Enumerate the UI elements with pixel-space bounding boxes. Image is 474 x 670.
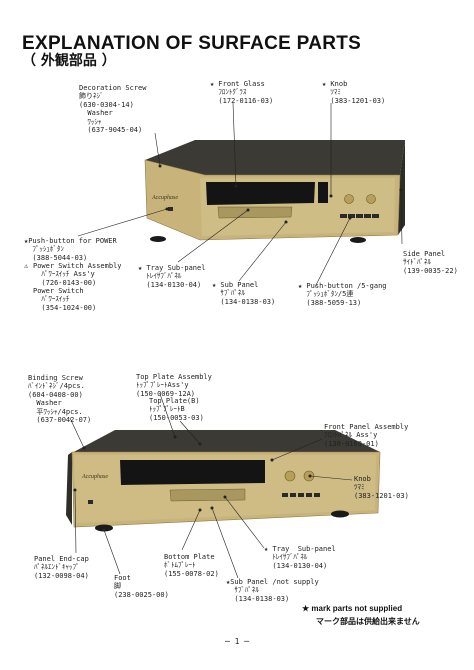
label-foot: Foot 脚 (238-0025-00) [114,574,169,599]
note-mark-en: ★ mark parts not supplied [302,604,403,613]
page-subtitle: （ 外観部品 ） [22,53,116,69]
foot-right [350,237,366,243]
label-front-glass: ★ Front Glass ﾌﾛﾝﾄｸﾞﾗｽ (172-0116-03) [210,80,274,105]
page-number: ─ 1 ─ [224,637,250,646]
foot-left [150,236,166,242]
label-bottom-plate: Bottom Plate ﾎﾞﾄﾑﾌﾟﾚｰﾄ (155-0078-02) [164,553,219,578]
foot-bottom-right [331,510,349,518]
foot-bottom-left [95,524,113,532]
label-sub-panel-top: ★ Sub Panel ｻﾌﾞﾊﾟﾈﾙ (134-0138-03) [212,281,276,306]
button-4 [364,214,371,218]
button-2 [348,214,355,218]
label-panel-end-cap: Panel End-cap ﾊﾟﾈﾙｴﾝﾄﾞｷｬｯﾌﾟ (132-0098-04… [34,555,89,580]
label-top-plate-b: Top Plate(B) ﾄｯﾌﾟﾌﾟﾚｰﾄB (150-0053-03) [149,397,204,422]
front-panel-bottom-shape [71,451,381,528]
label-power-switch: Power Switch ﾊﾟﾜｰｽｲｯﾁ (354-1024-00) [33,287,97,312]
top-cover [145,140,405,175]
label-side-panel: Side Panel ｻｲﾄﾞﾊﾟﾈﾙ (139-0035-22) [403,250,458,275]
display-window-bottom [120,460,265,485]
knob-bottom-1 [284,470,296,482]
label-push-button-5gang: ★ Push-button /5-gang ﾌﾟｯｼｭﾎﾞﾀﾝ/5連 (388-… [298,282,387,307]
label-knob-bottom: Knob ﾂﾏﾐ (383-1201-03) [354,475,409,500]
label-front-panel-assembly: Front Panel Assembly ﾌﾛﾝﾄﾊﾟﾈﾙ Ass'y (130… [324,423,409,448]
display-window [206,182,315,205]
button-3 [356,214,363,218]
button-5 [372,214,379,218]
page-title: EXPLANATION OF SURFACE PARTS [22,33,362,54]
disc-tray [217,206,293,219]
button-1 [340,214,347,218]
label-tray-sub-panel-bottom: ★ Tray Sub-panel ﾄﾚｲｻﾌﾞﾊﾟﾈﾙ (134-0130-04… [264,545,336,570]
label-binding-screw: Binding Screw ﾊﾞｲﾝﾄﾞﾈｼﾞ/4pcs. (604-0408-… [28,374,92,425]
knob-right [366,194,376,204]
note-mark-jp: マーク部品は供給出来ません [316,617,420,626]
power-button [168,207,173,211]
side-panel-shape [398,140,405,235]
front-panel-shape [144,159,401,241]
warning-icon: ⚠ [24,262,29,270]
label-sub-panel-not-supply: ★Sub Panel /not supply ｻﾌﾞﾊﾟﾈﾙ (134-0138… [226,578,319,603]
disc-tray-bottom [169,488,246,502]
label-push-button-power: ★Push-button for POWER ﾌﾟｯｼｭﾎﾞﾀﾝ (388-50… [24,237,117,262]
knob-bottom-2 [303,470,315,482]
brand-logo-top: Accuphase [151,195,178,201]
brand-logo-bottom: Accuphase [81,474,108,480]
label-tray-sub-panel-top: ★ Tray Sub-panel ﾄﾚｲｻﾌﾞﾊﾟﾈﾙ (134-0130-04… [138,264,206,289]
label-knob-top: ★ Knob ﾂﾏﾐ (383-1201-03) [322,80,386,105]
label-decoration-screw: Decoration Screw 飾りﾈｼﾞ (630-0304-14) Was… [79,84,147,135]
label-top-plate-assembly: Top Plate Assembly ﾄｯﾌﾟﾌﾟﾚｰﾄAss'y (150-0… [136,373,212,398]
knob-left [344,194,354,204]
label-power-switch-assembly: Power Switch Assembly ﾊﾟﾜｰｽｲｯﾁ Ass'y (72… [33,262,122,287]
